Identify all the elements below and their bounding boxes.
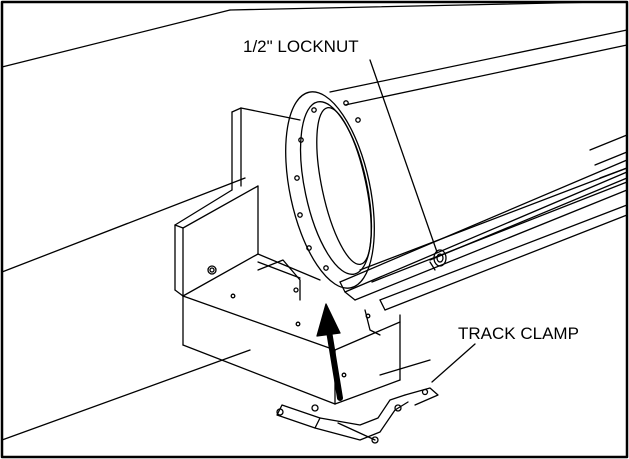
locknut [429,249,447,271]
mounting-bracket [174,107,401,405]
motor-tube [329,29,628,283]
locknut-label: 1/2" LOCKNUT [243,37,359,56]
track-clamp-part [276,387,439,444]
track-rail [339,134,628,311]
background-beam [1,1,601,441]
insertion-arrow [316,303,343,401]
locknut-leader [369,59,438,253]
track-clamp-label: TRACK CLAMP [458,324,579,343]
leader-lines [369,59,476,383]
flange-ring [285,91,375,289]
track-clamp-leader [431,343,476,383]
